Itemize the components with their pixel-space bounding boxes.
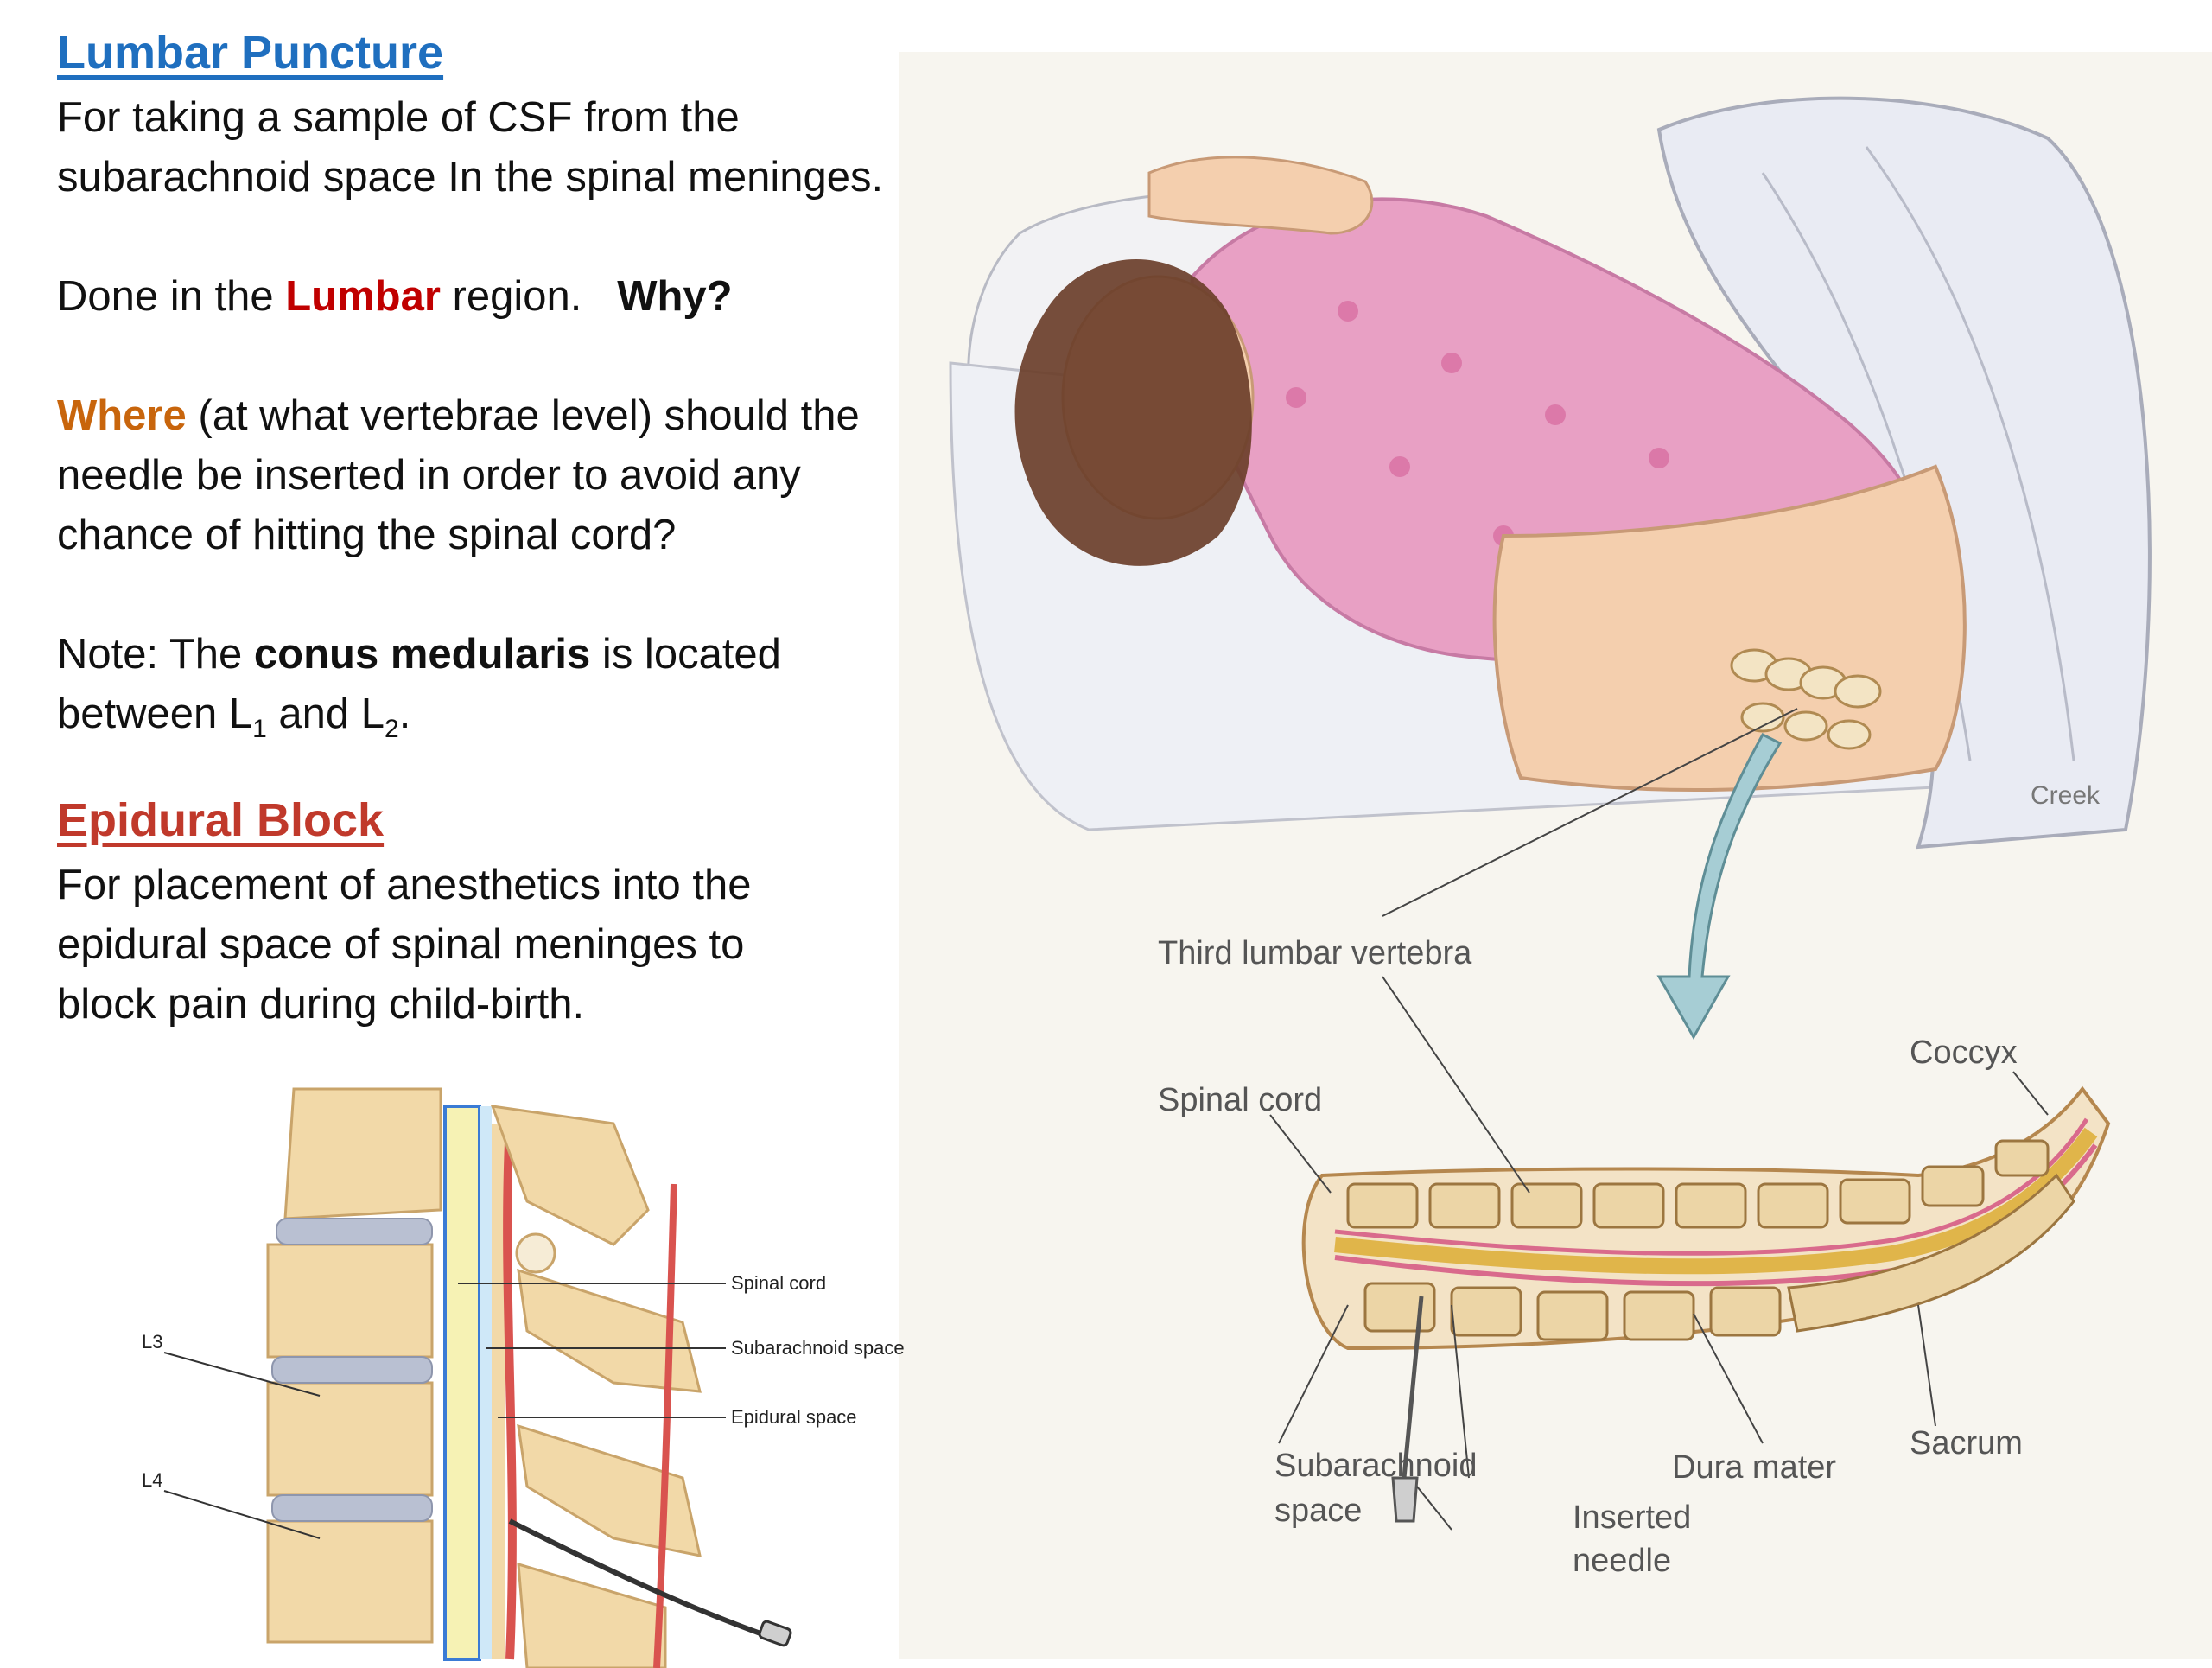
lp-note-pre: Note: The (57, 631, 254, 678)
label-inserted-needle-1: Inserted (1573, 1499, 1691, 1536)
epi-subarachnoid (480, 1106, 492, 1659)
vertebral-bodies-upper (1346, 1139, 2050, 1229)
eb-line-2: epidural space of spinal meninges to (57, 920, 745, 968)
lp-sub-2: 2 (385, 714, 399, 743)
epi-catheter-hub (758, 1620, 792, 1647)
lp-between-line: between L1 and L2. (57, 684, 956, 759)
epi-ligament-knob (515, 1232, 556, 1274)
patient-arm (1147, 156, 1374, 235)
epi-label-epidural: Epidural space (731, 1406, 857, 1428)
epi-label-l4: L4 (142, 1469, 162, 1491)
epi-spinous-processes (490, 1105, 702, 1668)
epidural-block-heading: Epidural Block (57, 793, 385, 846)
epi-discs (271, 1218, 433, 1522)
label-inserted-needle-2: needle (1573, 1543, 1671, 1579)
patient-hair (1014, 259, 1252, 566)
lp-note-post: is located (590, 631, 781, 678)
lp-sub-1: 1 (252, 714, 267, 743)
figure-credit: Creek (2031, 781, 2101, 810)
lumbar-puncture-heading: Lumbar Puncture (57, 27, 444, 79)
lp-note-bold: conus medularis (253, 631, 591, 678)
lp-where-line-2: needle be inserted in order to avoid any (57, 452, 801, 499)
lp-where-word: Where (57, 392, 187, 439)
zoom-arrow (1656, 733, 1783, 1041)
label-sacrum: Sacrum (1910, 1425, 2023, 1461)
lumbar-vertebrae-inset (1730, 648, 1882, 750)
label-subarachnoid-1: Subarachnoid (1274, 1448, 1478, 1484)
epi-dura-red (503, 1123, 517, 1660)
epi-label-spinal-cord: Spinal cord (731, 1272, 826, 1294)
leader-lines (1269, 976, 2049, 1531)
label-dura-mater: Dura mater (1672, 1449, 1836, 1486)
blanket-fold-2 (1865, 146, 2075, 761)
epi-catheter (508, 1518, 762, 1636)
lp-done-lumbar: Lumbar (285, 273, 441, 320)
lp-line-1: For taking a sample of CSF from the (57, 94, 740, 141)
sacrum-shape (1787, 1173, 2075, 1333)
epi-epidural (492, 1124, 505, 1659)
lp-line-2: subarachnoid space In the spinal meninge… (57, 154, 884, 201)
cord-line (1334, 1117, 2089, 1256)
vertebral-bodies-lower (1363, 1282, 1782, 1341)
patient-back-skin (1492, 464, 1967, 792)
label-subarachnoid-2: space (1274, 1493, 1362, 1529)
lp-where-line: Where (at what vertebrae level) should t… (57, 386, 956, 446)
epidural-figure: Spinal cord Subarachnoid space Epidural … (142, 1087, 905, 1668)
label-coccyx: Coccyx (1910, 1035, 2018, 1071)
inserted-needle (1402, 1296, 1424, 1479)
eb-line-3: block pain during child-birth. (57, 980, 585, 1028)
lp-why: Why? (617, 273, 733, 320)
epi-leader-lines (163, 1283, 726, 1539)
zoom-line (1382, 708, 1798, 917)
lp-where-line-3: chance of hitting the spinal cord? (57, 512, 677, 558)
spinal-cord-tube (1334, 1127, 2098, 1275)
epi-label-l3: L3 (142, 1331, 162, 1353)
label-spinal-cord: Spinal cord (1158, 1082, 1322, 1118)
lp-between-pre: between L (57, 691, 253, 737)
text-column: Lumbar Puncture For taking a sample of C… (57, 26, 956, 1035)
lp-done-pre: Done in the (57, 273, 286, 320)
epi-skin-line (653, 1183, 677, 1668)
label-third-lumbar-vertebra: Third lumbar vertebra (1158, 935, 1472, 971)
epi-vertebral-bodies (266, 1087, 442, 1644)
lp-where-rest: (at what vertebrae level) should the (186, 392, 860, 439)
epi-cord (443, 1105, 481, 1661)
needle-hub (1391, 1476, 1419, 1523)
epi-label-subarachnoid: Subarachnoid space (731, 1337, 905, 1359)
lp-note-line: Note: The conus medularis is located (57, 625, 956, 684)
lp-between-post: . (398, 691, 411, 737)
eb-line-1: For placement of anesthetics into the (57, 861, 752, 908)
lp-done-post: region. (440, 273, 582, 320)
lp-done-line: Done in the Lumbar region. Why? (57, 267, 956, 327)
lumbar-puncture-figure: Creek Third lumbar ver (899, 52, 2212, 1659)
lp-between-mid: and L (266, 691, 385, 737)
